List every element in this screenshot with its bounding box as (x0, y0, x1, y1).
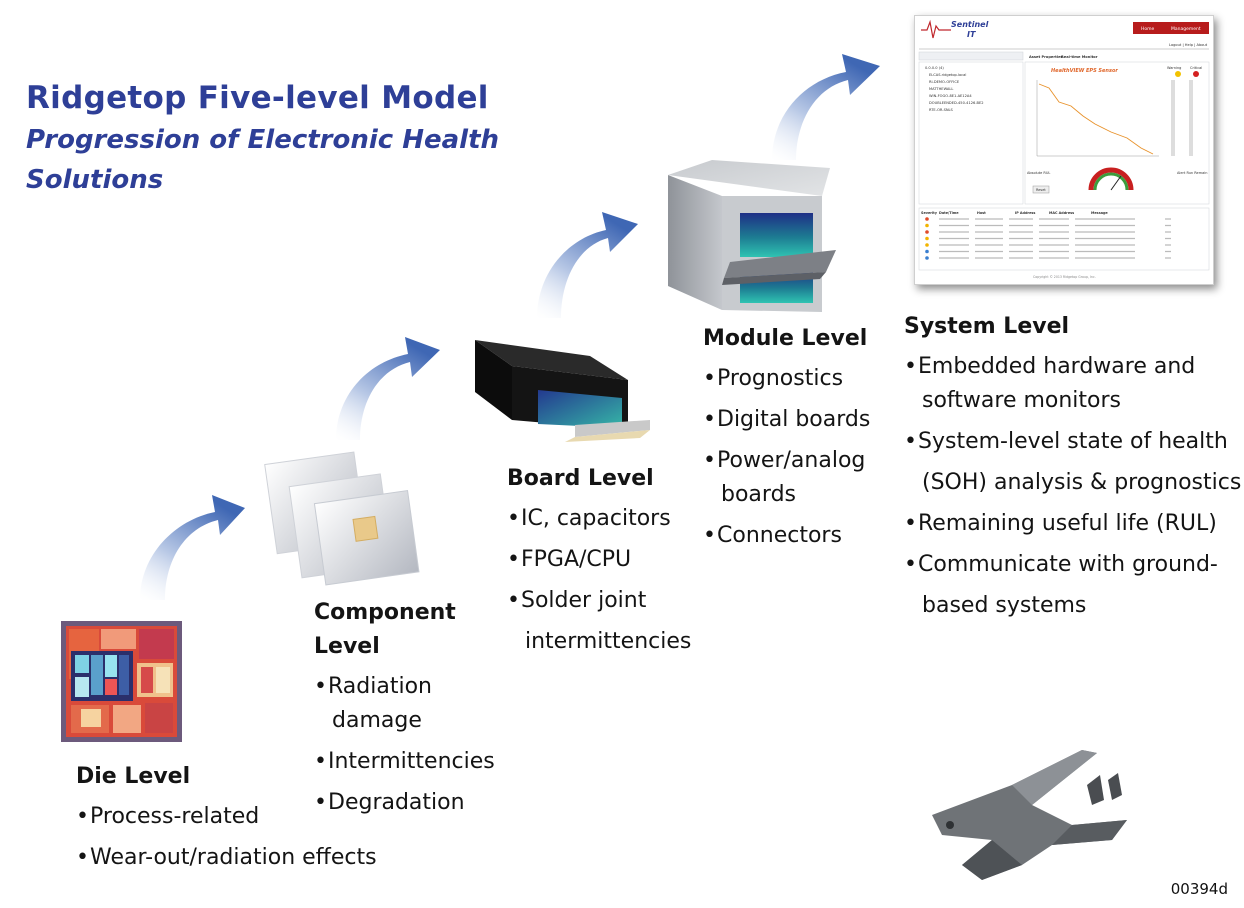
component-bullet-1: Intermittencies (314, 745, 495, 779)
component-bullet-0-line1: Radiation (328, 674, 432, 699)
component-bullet-2: Degradation (314, 786, 495, 820)
dash-logo-line2: IT (967, 30, 976, 39)
system-bullet-1-line1: System-level state of health (918, 429, 1228, 454)
component-level-block: Component Level Radiation damage Intermi… (314, 596, 495, 820)
dash-tab-monitor: Real-time Monitor (1061, 55, 1098, 59)
dash-critical-label: Critical (1190, 66, 1202, 70)
system-bullet-1-line2: (SOH) analysis & prognostics (922, 470, 1242, 495)
dash-tree-3: MATTHEWALL (929, 87, 953, 91)
dash-row-severity-icon (925, 236, 929, 241)
title-block: Ridgetop Five-level Model Progression of… (26, 80, 546, 200)
system-bullet-3: Communicate with ground- based systems (904, 548, 1241, 623)
system-bullet-0-line1: Embedded hardware and (918, 354, 1196, 379)
board-level-title: Board Level (507, 466, 654, 491)
dash-tree-5: DOUBLEENDED-450-4126-BE2 (929, 101, 984, 105)
module-level-title: Module Level (703, 326, 868, 351)
arrow-3-icon (537, 212, 638, 318)
dash-th-message: Message (1091, 211, 1108, 215)
dash-sensor-title: HealthVIEW EPS Sensor (1051, 68, 1118, 74)
die-bullet-1: Wear-out/radiation effects (76, 841, 377, 875)
module-bullet-1: Digital boards (703, 403, 870, 437)
dash-row-severity-icon (925, 217, 929, 221)
die-level-block: Die Level Process-related Wear-out/radia… (76, 760, 377, 875)
die-bullet-0: Process-related (76, 800, 377, 834)
board-bullet-2-line1: Solder joint (521, 588, 647, 613)
component-level-bullets: Radiation damage Intermittencies Degrada… (314, 670, 495, 820)
component-chips-image (264, 451, 420, 586)
module-box-image (668, 160, 836, 312)
die-level-title: Die Level (76, 764, 191, 789)
module-bullet-2: Power/analog boards (703, 444, 870, 512)
dash-table-rows (925, 217, 1195, 260)
system-bullet-0-line2: software monitors (922, 388, 1122, 413)
dash-th-ip: IP Address (1015, 211, 1035, 215)
dash-tab-asset: Asset Properties (1029, 55, 1063, 59)
dash-th-date: Date/Time (939, 211, 959, 215)
dash-tree-6: RTE-OR-SNLS (929, 108, 954, 112)
dash-absolute-label: Absolute RUL (1027, 171, 1050, 175)
dash-row-severity-icon (925, 230, 929, 234)
arrow-1-icon (140, 495, 245, 600)
board-level-block: Board Level IC, capacitors FPGA/CPU Sold… (507, 462, 691, 659)
dash-reset-button: Reset (1036, 188, 1046, 192)
dash-tree-0: 0.0.0.0 (4) (925, 66, 944, 70)
dash-warning-label: Warning (1167, 66, 1181, 70)
reference-id: 00394d (1170, 880, 1228, 898)
component-level-title-2: Level (314, 634, 380, 659)
dash-footer: Copyright © 2013 Ridgetop Group, Inc. (1033, 275, 1096, 279)
dash-tree-4: WIN-FOGO-8E1-AE12A4 (929, 94, 972, 98)
module-level-block: Module Level Prognostics Digital boards … (703, 322, 870, 553)
system-level-bullets: Embedded hardware and software monitors … (904, 350, 1241, 623)
module-bullet-0: Prognostics (703, 362, 870, 396)
dash-row-severity-icon (925, 249, 929, 254)
dash-row-severity-icon (925, 256, 929, 260)
main-title: Ridgetop Five-level Model (26, 80, 489, 116)
dash-nav-home: Home (1141, 26, 1155, 32)
system-bullet-3-line2: based systems (922, 593, 1087, 618)
board-level-bullets: IC, capacitors FPGA/CPU Solder joint int… (507, 502, 691, 659)
dash-tree-2: RI-DEMO-OFFICE (929, 80, 960, 84)
dash-logo-line1: Sentinel (951, 20, 989, 29)
dash-th-mac: MAC Address (1049, 211, 1074, 215)
die-level-bullets: Process-related Wear-out/radiation effec… (76, 800, 377, 875)
dash-th-host: Host (977, 211, 986, 215)
component-bullet-0: Radiation damage (314, 670, 495, 738)
system-bullet-0: Embedded hardware and software monitors (904, 350, 1241, 418)
arrow-2-icon (336, 337, 440, 440)
system-bullet-3-line1: Communicate with ground- (918, 552, 1218, 577)
dash-th-severity: Severity (921, 211, 938, 215)
dash-tree-1: ELCAS.ridgetop.local (929, 73, 966, 77)
component-bullet-0-line2: damage (332, 708, 422, 733)
system-level-block: System Level Embedded hardware and softw… (904, 310, 1241, 623)
dash-row-severity-icon (925, 243, 929, 247)
component-level-title-1: Component (314, 600, 456, 625)
board-bullet-1: FPGA/CPU (507, 543, 691, 577)
aircraft-image (932, 750, 1127, 880)
board-bullet-2-line2: intermittencies (525, 629, 692, 654)
module-bullet-2-line1: Power/analog (717, 448, 866, 473)
dash-links: Logout | Help | About (1169, 43, 1208, 47)
module-bullet-2-line2: boards (721, 482, 796, 507)
board-bullet-2: Solder joint intermittencies (507, 584, 691, 659)
board-module-image (475, 340, 650, 442)
system-level-title: System Level (904, 314, 1070, 339)
dashboard-screenshot: Sentinel IT Home Management Logout | Hel… (914, 15, 1214, 285)
die-image (61, 621, 182, 742)
module-bullet-3: Connectors (703, 519, 870, 553)
arrow-4-icon (772, 54, 880, 160)
system-bullet-1: System-level state of health (SOH) analy… (904, 425, 1241, 500)
dash-nav-management: Management (1171, 26, 1201, 32)
dash-alert-label: Alert Run Remain (1177, 171, 1207, 175)
dash-row-severity-icon (925, 223, 929, 228)
module-level-bullets: Prognostics Digital boards Power/analog … (703, 362, 870, 553)
sub-title: Progression of Electronic Health Solutio… (26, 125, 500, 195)
board-bullet-0: IC, capacitors (507, 502, 691, 536)
system-bullet-2: Remaining useful life (RUL) (904, 507, 1241, 541)
